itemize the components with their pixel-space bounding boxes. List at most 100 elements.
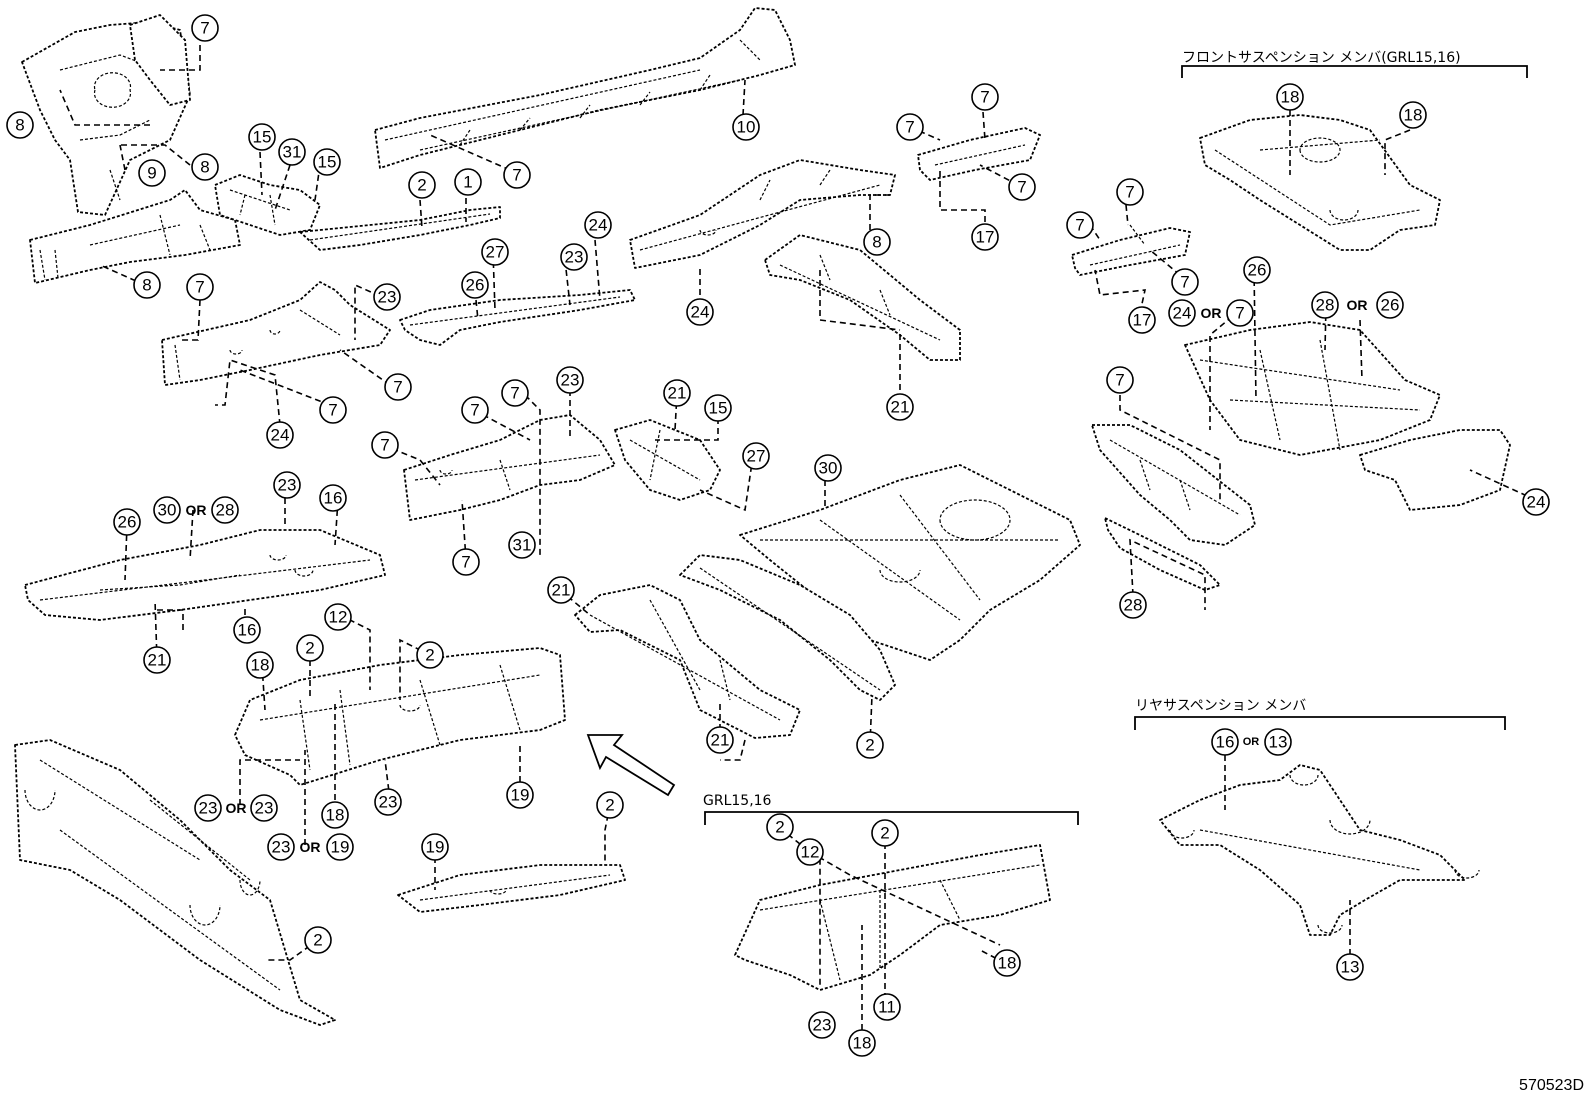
svg-text:13: 13 [1269, 733, 1288, 752]
callout: 7 [186, 273, 214, 301]
svg-text:18: 18 [853, 1034, 872, 1053]
callout: 24 [1522, 488, 1550, 516]
grl-group: GRL15,16 [703, 793, 1079, 825]
callout: 19 [326, 833, 354, 861]
svg-text:7: 7 [200, 19, 209, 38]
svg-text:1: 1 [463, 173, 472, 192]
rear-floor-pan-part [1184, 321, 1441, 456]
callout: 2 [871, 819, 899, 847]
callout: 10 [732, 113, 760, 141]
callout: 21 [547, 576, 575, 604]
svg-text:19: 19 [331, 838, 350, 857]
callout: 7 [896, 113, 924, 141]
svg-text:21: 21 [891, 398, 910, 417]
callout: 31 [508, 531, 536, 559]
callout: 21 [886, 393, 914, 421]
svg-text:21: 21 [552, 581, 571, 600]
callout: 2 [856, 731, 884, 759]
svg-text:26: 26 [1248, 261, 1267, 280]
callout: 7 [452, 548, 480, 576]
rear-floor-crossmember-part [1359, 429, 1511, 511]
svg-text:13: 13 [1341, 958, 1360, 977]
floor-crossmember-19-part [397, 864, 626, 913]
svg-text:7: 7 [328, 401, 337, 420]
svg-text:12: 12 [801, 843, 820, 862]
svg-text:16: 16 [238, 621, 257, 640]
svg-text:2: 2 [417, 176, 426, 195]
callout: 7 [501, 379, 529, 407]
grl-label: GRL15,16 [703, 793, 772, 809]
svg-text:16: 16 [324, 489, 343, 508]
svg-text:7: 7 [1017, 178, 1026, 197]
svg-text:7: 7 [1125, 183, 1134, 202]
svg-text:11: 11 [878, 998, 896, 1017]
bracket-17-upper-part [917, 127, 1041, 181]
svg-text:18: 18 [1281, 88, 1300, 107]
callout: 8 [133, 271, 161, 299]
callout: 23 [267, 833, 295, 861]
bracket-17-lower-part [1071, 224, 1191, 276]
svg-text:16: 16 [1216, 733, 1235, 752]
svg-text:18: 18 [1404, 106, 1423, 125]
svg-text:28: 28 [216, 501, 235, 520]
svg-text:7: 7 [195, 278, 204, 297]
front-suspension-member-part [1199, 114, 1441, 251]
callout: 15 [313, 148, 341, 176]
callout: 26 [1243, 256, 1271, 284]
svg-text:7: 7 [980, 88, 989, 107]
svg-text:24: 24 [271, 426, 290, 445]
svg-text:2: 2 [865, 736, 874, 755]
svg-text:10: 10 [737, 118, 756, 137]
svg-text:23: 23 [272, 838, 291, 857]
callout: 23 [560, 243, 588, 271]
callout: 24 [686, 298, 714, 326]
or-text: OR [226, 800, 247, 816]
callout: 28 [1119, 591, 1147, 619]
callout: 12 [796, 838, 824, 866]
callout: 15 [704, 394, 732, 422]
callout: 7 [503, 161, 531, 189]
or-text: OR [1243, 736, 1260, 748]
or-text: OR [1347, 297, 1368, 313]
callout: 8 [191, 153, 219, 181]
callout: 7 [319, 396, 347, 424]
svg-text:28: 28 [1124, 596, 1143, 615]
callout: 23 [273, 471, 301, 499]
svg-text:18: 18 [998, 954, 1017, 973]
callout: 17 [971, 223, 999, 251]
svg-text:2: 2 [425, 646, 434, 665]
svg-text:7: 7 [470, 401, 479, 420]
callout: 27 [481, 238, 509, 266]
svg-text:23: 23 [378, 288, 397, 307]
svg-text:12: 12 [329, 608, 348, 627]
dash-crossmember-part [161, 281, 391, 386]
svg-text:18: 18 [326, 806, 345, 825]
callout: 15 [248, 123, 276, 151]
center-tunnel-grl-part [734, 844, 1051, 991]
callout: 9 [138, 159, 166, 187]
callout: 16 [319, 484, 347, 512]
front-floor-pan-part [24, 529, 386, 621]
svg-text:8: 8 [142, 276, 151, 295]
center-floor-pan-part [739, 464, 1081, 661]
callout: 18 [1276, 83, 1304, 111]
callout: 7 [1066, 211, 1094, 239]
callout: 2 [596, 791, 624, 819]
svg-text:7: 7 [1180, 273, 1189, 292]
tunnel-side-member-part [574, 584, 801, 739]
floor-sill-long-part [679, 554, 896, 701]
callout: 7 [371, 431, 399, 459]
svg-text:31: 31 [283, 143, 302, 162]
callout: 24 [1168, 299, 1196, 327]
rocker-rail-part [299, 206, 501, 251]
svg-text:7: 7 [510, 384, 519, 403]
svg-text:23: 23 [255, 799, 274, 818]
svg-text:23: 23 [379, 793, 398, 812]
cowl-bracket-part [403, 414, 616, 521]
callout: 18 [993, 949, 1021, 977]
callout: 23 [250, 794, 278, 822]
floor-side-sill-part [399, 289, 636, 346]
callout: 2 [304, 926, 332, 954]
callout: 11 [873, 993, 901, 1021]
